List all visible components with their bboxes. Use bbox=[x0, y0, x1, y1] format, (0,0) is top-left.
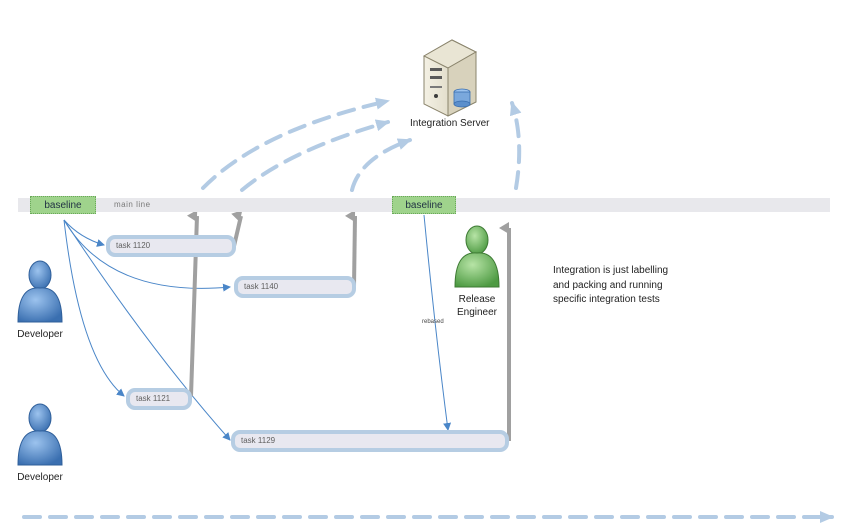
branch-to-task-1120 bbox=[63, 219, 105, 247]
branch-arrows bbox=[63, 214, 452, 441]
rebased-label: rebased bbox=[422, 319, 444, 325]
task-1121: task 1121 bbox=[126, 388, 192, 410]
server-icon bbox=[422, 39, 478, 117]
dashed-arc-3 bbox=[350, 138, 412, 192]
developer-icon bbox=[17, 403, 63, 466]
branch-to-task-1121 bbox=[63, 219, 125, 397]
developer-icon bbox=[17, 260, 63, 323]
merge-task-1140 bbox=[345, 210, 357, 288]
baseline-left: baseline bbox=[30, 196, 96, 214]
developer-label-top: Developer bbox=[17, 329, 63, 340]
task-1140: task 1140 bbox=[234, 276, 356, 298]
baseline-right: baseline bbox=[392, 196, 456, 214]
dashed-arc-2 bbox=[240, 119, 390, 192]
task-1129: task 1129 bbox=[231, 430, 509, 452]
merge-arrows bbox=[187, 210, 511, 441]
branch-to-task-1129 bbox=[63, 219, 231, 441]
integration-server-label: Integration Server bbox=[410, 118, 490, 129]
release-engineer-icon bbox=[454, 225, 500, 288]
developer-label-bottom: Developer bbox=[17, 472, 63, 483]
main-line-label: main line bbox=[114, 200, 151, 209]
release-engineer-label: Release Engineer bbox=[456, 294, 498, 318]
dashed-integration-arcs bbox=[22, 97, 834, 523]
dashed-arc-1 bbox=[201, 97, 390, 190]
rebase-arrow bbox=[423, 214, 452, 431]
dashed-arc-4 bbox=[509, 101, 522, 190]
task-1120: task 1120 bbox=[106, 235, 236, 257]
integration-note: Integration is just labelling and packin… bbox=[553, 265, 669, 305]
